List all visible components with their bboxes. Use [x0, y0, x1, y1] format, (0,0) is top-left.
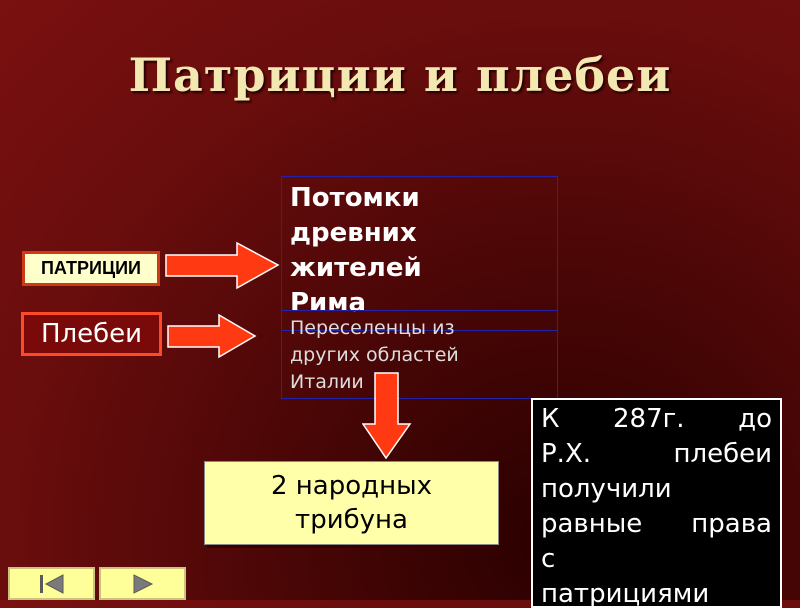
previous-slide-icon	[39, 573, 63, 594]
plebei-label-box: Плебеи	[21, 312, 162, 356]
note-line: получили	[541, 474, 672, 504]
patricii-description-line: Рима	[290, 288, 367, 318]
patricii-description-line: Потомки	[290, 183, 420, 213]
plebei-description-line: Италии	[290, 371, 364, 393]
next-slide-icon	[133, 573, 153, 594]
tribune-box: 2 народных трибуна	[204, 461, 499, 545]
patricii-arrow-icon	[165, 241, 280, 290]
plebei-description-box: Переселенцы из других областей Италии	[281, 310, 558, 399]
next-slide-button[interactable]	[99, 567, 186, 600]
rights-note-box: К 287г. до Р.Х. плебеи получили равные п…	[531, 398, 782, 608]
patricii-description-line: жителей	[290, 253, 422, 283]
patricii-description-box: Потомки древних жителей Рима	[281, 176, 558, 331]
slide-navigation	[8, 567, 186, 600]
note-line: К 287г. до	[541, 404, 772, 434]
note-line: патрициями	[541, 579, 710, 608]
plebei-description-line: других областей	[290, 344, 459, 366]
previous-slide-button[interactable]	[8, 567, 95, 600]
tribune-line: трибуна	[295, 505, 408, 535]
plebei-arrow-icon	[167, 314, 257, 359]
plebei-label: Плебеи	[40, 319, 143, 349]
note-line: с	[541, 544, 556, 574]
down-arrow-icon	[362, 372, 412, 460]
note-line: Р.Х. плебеи	[541, 439, 772, 469]
patricii-description-line: древних	[290, 218, 417, 248]
plebei-description-line: Переселенцы из	[290, 317, 455, 339]
slide-title: Патриции и плебеи	[128, 48, 672, 102]
patricii-label: ПАТРИЦИИ	[40, 258, 141, 278]
note-line: равные права	[541, 509, 772, 539]
tribune-line: 2 народных	[270, 471, 433, 501]
patricii-label-box: ПАТРИЦИИ	[22, 251, 160, 286]
